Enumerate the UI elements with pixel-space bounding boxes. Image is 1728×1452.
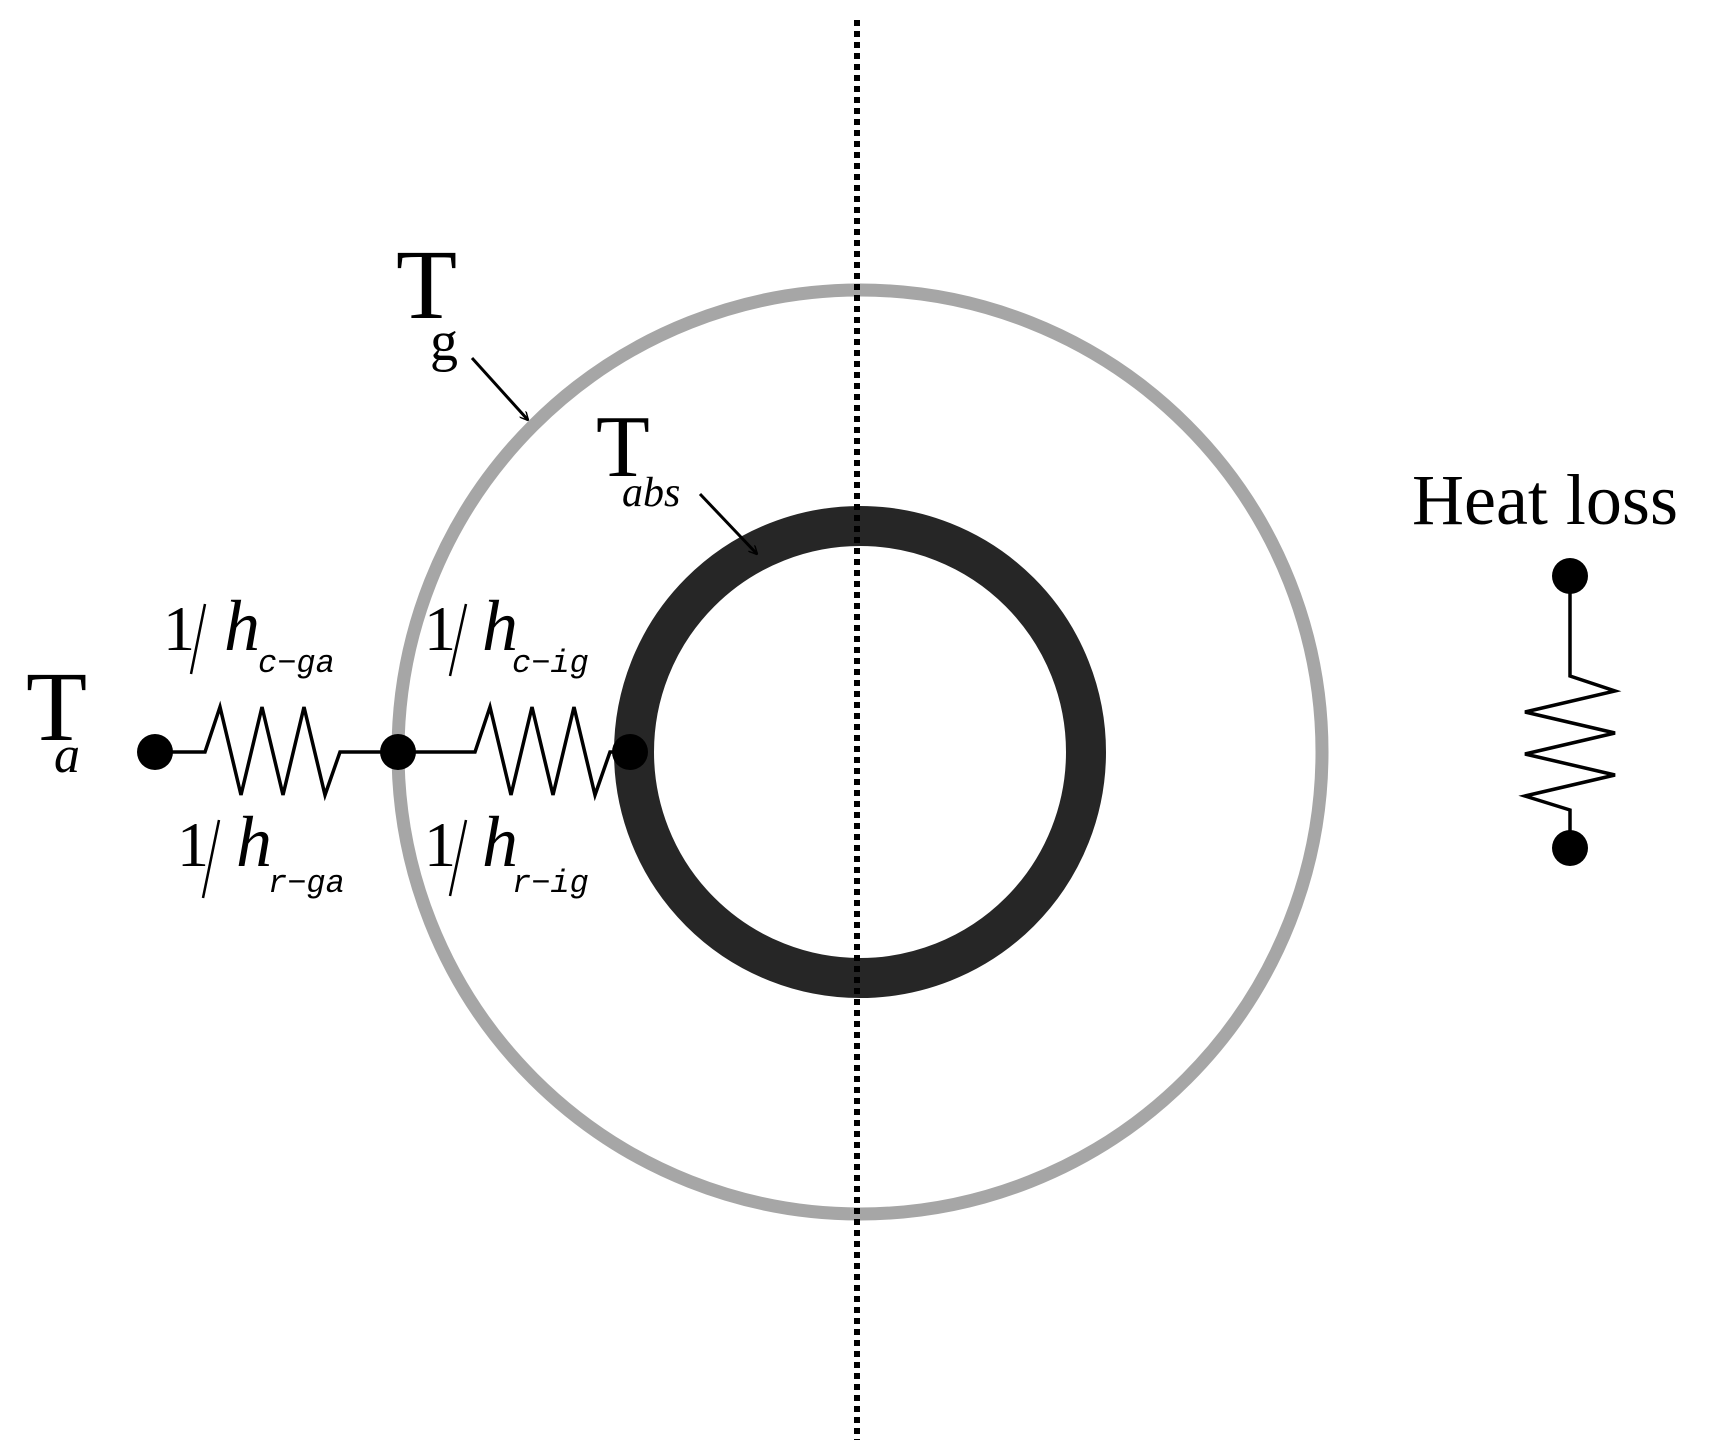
- ambient-temp-symbol: T: [26, 651, 87, 762]
- r-conv-ig-slash: [448, 603, 468, 677]
- r-rad-ga-slash: [201, 819, 221, 899]
- absorber-temp-symbol: T: [596, 399, 650, 496]
- r-rad-ig-slash: [448, 819, 468, 897]
- r-rad-ga-subscript: r−ga: [268, 865, 345, 902]
- r-conv-ig-variable: h: [482, 586, 518, 666]
- glass-temperature-label: T g: [396, 229, 461, 373]
- r-conv-ig-subscript: c−ig: [512, 645, 589, 682]
- node-ambient: [137, 734, 173, 770]
- heat-loss-node-top: [1552, 558, 1588, 594]
- r-rad-ga-numerator: 1: [177, 809, 209, 880]
- heat-loss-title: Heat loss: [1412, 460, 1678, 540]
- r-rad-ga-variable: h: [236, 802, 272, 882]
- resistance-label-convection-absorber-glass: 1 h c−ig: [424, 586, 589, 682]
- glass-temp-subscript: g: [430, 311, 458, 373]
- r-rad-ig-numerator: 1: [424, 809, 456, 880]
- r-conv-ga-variable: h: [224, 586, 260, 666]
- heat-loss-node-bottom: [1552, 830, 1588, 866]
- r-conv-ga-numerator: 1: [163, 593, 195, 664]
- r-conv-ga-slash: [189, 603, 207, 675]
- resistance-label-convection-glass-ambient: 1 h c−ga: [163, 586, 335, 682]
- r-conv-ig-numerator: 1: [424, 593, 456, 664]
- absorber-temperature-label: T abs: [596, 399, 680, 516]
- resistance-label-radiation-glass-ambient: 1 h r−ga: [177, 802, 345, 902]
- r-rad-ig-subscript: r−ig: [512, 865, 589, 902]
- heat-loss-resistor: [1518, 576, 1622, 848]
- r-rad-ig-variable: h: [482, 802, 518, 882]
- glass-pointer-arrow: [470, 356, 528, 420]
- node-absorber: [612, 734, 648, 770]
- ambient-temperature-label: T a: [26, 651, 91, 784]
- node-glass: [380, 734, 416, 770]
- absorber-pointer-arrow: [698, 492, 757, 554]
- absorber-temp-subscript: abs: [622, 470, 680, 516]
- glass-temp-symbol: T: [396, 229, 457, 340]
- ambient-temp-subscript: a: [54, 727, 80, 784]
- resistance-label-radiation-absorber-glass: 1 h r−ig: [424, 802, 589, 902]
- r-conv-ga-subscript: c−ga: [258, 645, 335, 682]
